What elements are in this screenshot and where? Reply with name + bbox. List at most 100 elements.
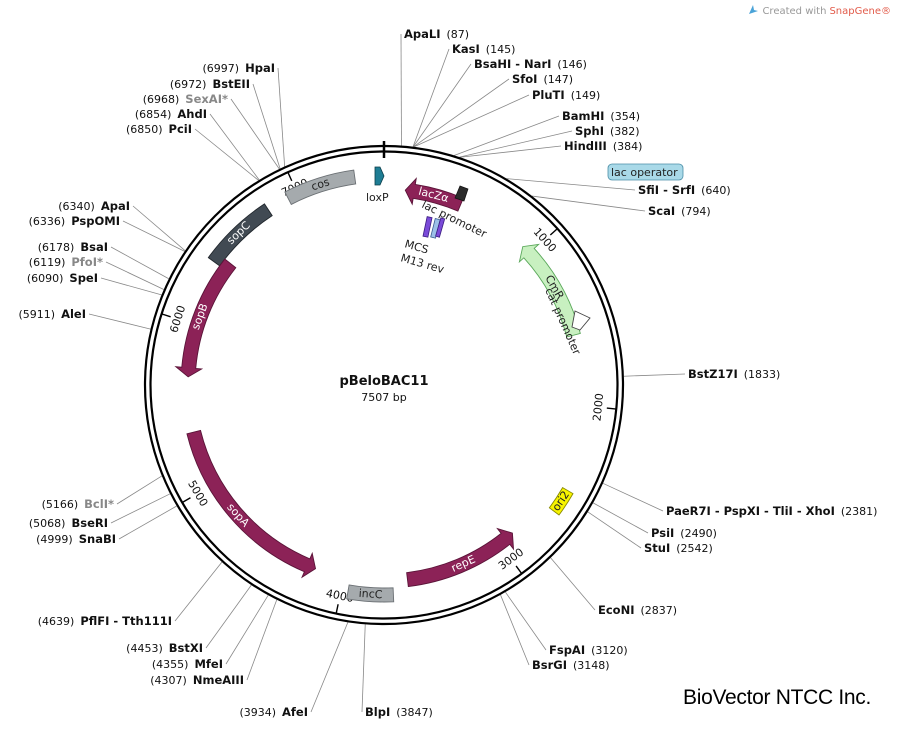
site-sphi[interactable]: SphI(382) [575, 124, 640, 138]
tick-2000 [606, 407, 617, 410]
loxp-feature: loxP [366, 166, 389, 204]
snapgene-arrow-icon [748, 4, 759, 18]
site-sfii-srfi[interactable]: SfiI - SrfI(640) [638, 183, 731, 197]
site-label: StuI(2542) [644, 541, 713, 555]
feature-ori2[interactable] [548, 487, 574, 516]
site-label: (6340)ApaI [58, 199, 130, 213]
site-apali[interactable]: ApaLI(87) [404, 27, 469, 41]
restriction-sites: ApaLI(87)KasI(145)BsaHI - NarI(146)SfoI(… [19, 27, 878, 719]
site-blpi[interactable]: BlpI(3847) [365, 705, 433, 719]
site-bamhi[interactable]: BamHI(354) [562, 109, 640, 123]
site-label: PsiI(2490) [651, 526, 717, 540]
site-afei[interactable]: (3934)AfeI [239, 705, 308, 719]
site-label: (6854)AhdI [135, 107, 207, 121]
tick-6000 [161, 313, 171, 318]
site-bsahi-nari[interactable]: BsaHI - NarI(146) [474, 57, 587, 71]
feature-cmr[interactable] [518, 243, 581, 338]
feature-sopa[interactable] [186, 429, 317, 579]
site-pflfi-tth111i[interactable]: (4639)PflFI - Tth111I [38, 614, 172, 628]
site-bstz17i[interactable]: BstZ17I(1833) [688, 367, 780, 381]
site-label: (3934)AfeI [239, 705, 308, 719]
site-econi[interactable]: EcoNI(2837) [598, 603, 677, 617]
site-label: (4639)PflFI - Tth111I [38, 614, 172, 628]
site-bcli[interactable]: (5166)BclI* [42, 497, 114, 511]
tick-7000 [287, 171, 293, 182]
site-sfoi[interactable]: SfoI(147) [512, 72, 573, 86]
feature-lacz[interactable] [404, 177, 464, 212]
site-label: (6968)SexAI* [143, 92, 228, 106]
feature-sopc[interactable] [207, 203, 273, 267]
site-hindiii[interactable]: HindIII(384) [564, 139, 642, 153]
site-label: (6090)SpeI [27, 271, 98, 285]
site-paer7i-pspxi-tlii-xhoi[interactable]: PaeR7I - PspXI - TliI - XhoI(2381) [666, 504, 877, 518]
site-label: KasI(145) [452, 42, 515, 56]
site-scai[interactable]: ScaI(794) [648, 204, 711, 218]
site-label: (6336)PspOMI [29, 214, 120, 228]
site-label: SfiI - SrfI(640) [638, 183, 731, 197]
tick-5000 [181, 497, 191, 504]
site-label: BsaHI - NarI(146) [474, 57, 587, 71]
site-ahdi[interactable]: (6854)AhdI [135, 107, 207, 121]
site-label: (6850)PciI [126, 122, 192, 136]
credit-brand: SnapGene® [829, 5, 891, 17]
snapgene-credit[interactable]: Created with SnapGene® [748, 4, 891, 18]
site-label: HindIII(384) [564, 139, 642, 153]
site-nmeaiii[interactable]: (4307)NmeAIII [150, 673, 244, 687]
site-label: SfoI(147) [512, 72, 573, 86]
site-bsteii[interactable]: (6972)BstEII [170, 77, 250, 91]
site-kasi[interactable]: KasI(145) [452, 42, 515, 56]
site-leader-lines [88, 33, 686, 713]
site-bsai[interactable]: (6178)BsaI [38, 240, 108, 254]
site-spei[interactable]: (6090)SpeI [27, 271, 98, 285]
site-label: BamHI(354) [562, 109, 640, 123]
site-bsrgi[interactable]: BsrGI(3148) [532, 658, 610, 672]
lac-operator-feature[interactable]: lac operator [607, 163, 684, 181]
feature-sopb[interactable] [174, 258, 237, 378]
site-label: (4307)NmeAIII [150, 673, 244, 687]
site-label: ApaLI(87) [404, 27, 469, 41]
feature-label-cos: cos [310, 175, 332, 193]
site-pluti[interactable]: PluTI(149) [532, 88, 600, 102]
site-label: BsrGI(3148) [532, 658, 610, 672]
site-snabi[interactable]: (4999)SnaBI [36, 532, 116, 546]
site-label: (6972)BstEII [170, 77, 250, 91]
site-label: (6178)BsaI [38, 240, 108, 254]
site-label: PaeR7I - PspXI - TliI - XhoI(2381) [666, 504, 877, 518]
site-label: BstZ17I(1833) [688, 367, 780, 381]
loxp-label: loxP [366, 191, 389, 204]
site-hpai[interactable]: (6997)HpaI [203, 61, 275, 75]
brand-label: BioVector NTCC Inc. [683, 686, 872, 709]
feature-label-incc: incC [358, 587, 383, 602]
site-psii[interactable]: PsiI(2490) [651, 526, 717, 540]
site-label: (4453)BstXI [126, 641, 203, 655]
site-label: (6119)PfoI* [29, 255, 103, 269]
site-label: EcoNI(2837) [598, 603, 677, 617]
feature-repe[interactable] [406, 527, 515, 588]
tick-label-2000: 2000 [590, 393, 606, 422]
site-label: (4355)MfeI [152, 657, 223, 671]
site-pspomi[interactable]: (6336)PspOMI [29, 214, 120, 228]
site-stui[interactable]: StuI(2542) [644, 541, 713, 555]
feature-cos[interactable] [284, 169, 357, 206]
site-label: BlpI(3847) [365, 705, 433, 719]
lac-operator-label: lac operator [611, 166, 678, 179]
tick-label-6000: 6000 [167, 304, 188, 335]
credit-prefix: Created with [762, 5, 827, 17]
tick-label-4000: 4000 [325, 587, 355, 605]
site-bseri[interactable]: (5068)BseRI [29, 516, 108, 530]
site-apai[interactable]: (6340)ApaI [58, 199, 130, 213]
site-sexai[interactable]: (6968)SexAI* [143, 92, 228, 106]
site-mfei[interactable]: (4355)MfeI [152, 657, 223, 671]
site-label: FspAI(3120) [549, 643, 628, 657]
site-label: (5068)BseRI [29, 516, 108, 530]
site-label: SphI(382) [575, 124, 640, 138]
site-fspai[interactable]: FspAI(3120) [549, 643, 628, 657]
site-pcii[interactable]: (6850)PciI [126, 122, 192, 136]
site-label: PluTI(149) [532, 88, 600, 102]
site-pfoi[interactable]: (6119)PfoI* [29, 255, 103, 269]
site-alei[interactable]: (5911)AleI [19, 307, 87, 321]
site-bstxi[interactable]: (4453)BstXI [126, 641, 203, 655]
feature-incc[interactable] [346, 584, 395, 603]
